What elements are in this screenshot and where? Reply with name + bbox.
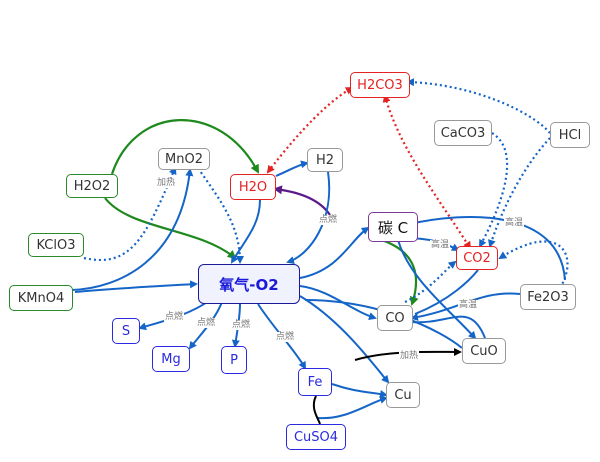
edge-label-ignite-fe: 点燃 <box>275 332 296 342</box>
edge-label-heat-cuo: 加热 <box>399 351 420 361</box>
node-co2[interactable]: CO2 <box>456 246 498 270</box>
node-iron[interactable]: Fe <box>298 368 332 396</box>
edge-h2o-to-o2 <box>230 199 261 264</box>
node-phosphorus[interactable]: P <box>221 346 247 374</box>
edge-label-ignite-mg: 点燃 <box>196 318 217 328</box>
edge-kclo3-to-o2 <box>83 166 177 261</box>
edge-fe2o3-to-co2 <box>498 240 569 289</box>
edge-h2o2-to-h2o <box>110 119 259 175</box>
edge-co-to-cuo <box>411 315 486 339</box>
edge-label-heat-kclo3: 加热 <box>156 178 177 188</box>
edge-o2-to-cu <box>299 295 390 384</box>
node-mno2[interactable]: MnO2 <box>158 148 210 170</box>
edge-h2o-h2co3 <box>266 87 354 174</box>
edge-h2co3-co2 <box>382 94 472 250</box>
node-carbon[interactable]: 碳 C <box>368 212 418 242</box>
edge-o2-to-co <box>299 285 377 320</box>
node-h2[interactable]: H2 <box>307 148 343 172</box>
node-h2co3[interactable]: H2CO3 <box>350 72 410 98</box>
edge-fe-to-cu <box>331 383 388 398</box>
edge-hcl-to-h2co3 <box>406 78 551 134</box>
edge-kmno4-to-o2 <box>71 168 194 291</box>
edge-label-ignite-s: 点燃 <box>164 312 185 322</box>
node-co[interactable]: CO <box>377 305 413 331</box>
node-kclo3[interactable]: KClO3 <box>28 233 84 257</box>
node-hcl[interactable]: HCl <box>550 122 590 148</box>
edge-label-ignite-p: 点燃 <box>231 320 252 330</box>
edge-c-to-cuo <box>397 239 477 340</box>
edge-kmno4-to-o2b <box>74 280 198 293</box>
edge-c-to-co <box>374 236 419 306</box>
edge-h2o2-to-o2 <box>104 197 237 260</box>
node-h2o[interactable]: H2O <box>230 174 276 200</box>
edge-co-to-co2 <box>404 260 457 303</box>
edge-label-hightemp-co: 高温 <box>458 300 479 310</box>
edge-label-hightemp-c-co2: 高温 <box>430 240 451 250</box>
node-cuo[interactable]: CuO <box>462 338 506 364</box>
edge-mno2-to-o2 <box>197 167 244 264</box>
edge-label-hightemp-fe2o3: 高温 <box>504 218 525 228</box>
edge-h2-to-h2o <box>273 185 331 216</box>
node-caco3[interactable]: CaCO3 <box>434 120 492 146</box>
edge-co-to-co2-solid <box>414 269 479 315</box>
node-cuso4[interactable]: CuSO4 <box>286 424 346 450</box>
edge-h2-to-o2 <box>286 171 331 264</box>
edge-h2o-to-h2 <box>275 160 309 177</box>
node-cu[interactable]: Cu <box>386 382 420 408</box>
edge-fe-to-cuso4 <box>312 395 321 425</box>
node-oxygen[interactable]: 氧气-O2 <box>198 264 300 304</box>
node-magnesium[interactable]: Mg <box>152 346 190 372</box>
edge-cuso4-to-cu <box>317 396 388 420</box>
edge-caco3-to-co2 <box>479 132 509 248</box>
node-h2o2[interactable]: H2O2 <box>66 174 118 198</box>
edge-hcl-to-co2 <box>488 137 551 248</box>
node-fe2o3[interactable]: Fe2O3 <box>520 284 576 310</box>
node-sulfur[interactable]: S <box>112 318 140 344</box>
edge-label-ignite-h2: 点燃 <box>318 215 339 225</box>
node-kmno4[interactable]: KMnO4 <box>9 285 73 311</box>
edge-o2-to-c <box>299 226 370 279</box>
